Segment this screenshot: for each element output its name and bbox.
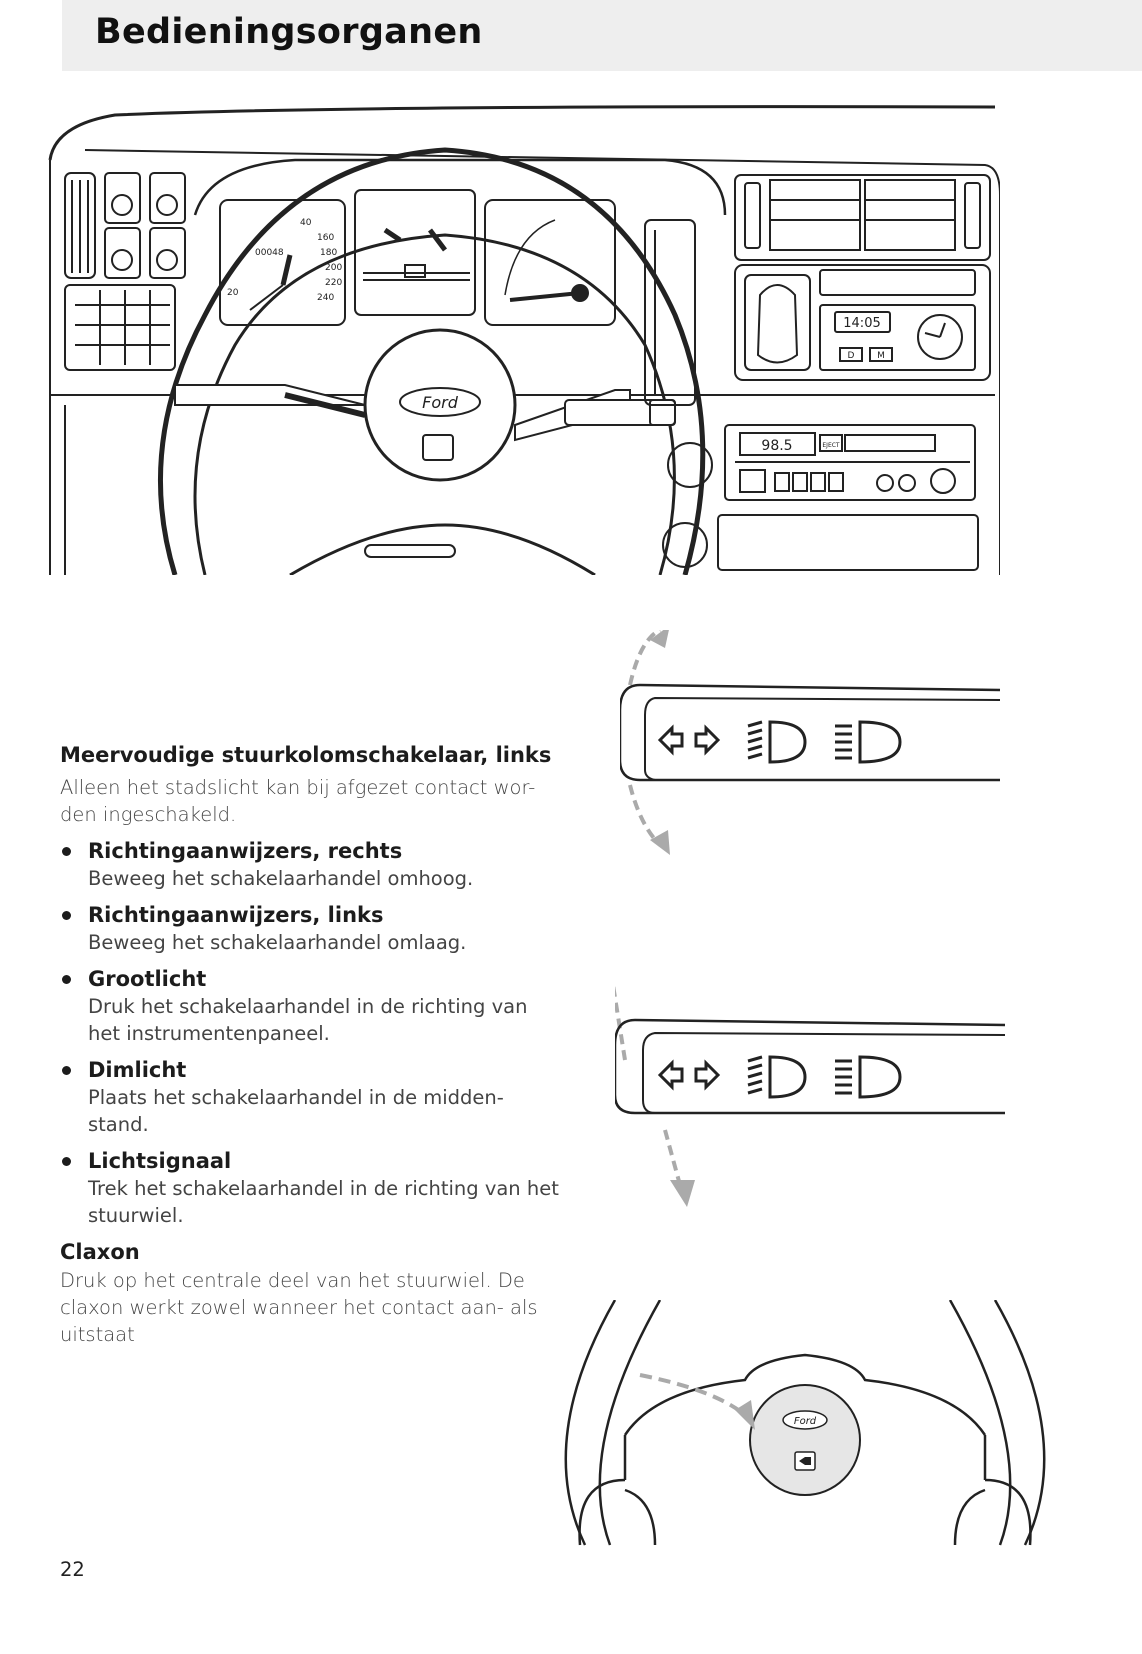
clock-panel: 14:05 D M [734,264,991,381]
push-arrow [615,985,627,1061]
svg-text:200: 200 [325,263,342,273]
bullet-dot [62,1157,71,1166]
left-stalk [174,384,366,418]
item-title: Lichtsignaal [88,1149,232,1173]
svg-text:160: 160 [317,233,334,243]
low-beam-icon [747,1055,807,1099]
horn-illustration: Ford [564,1300,1046,1546]
item-title: Richtingaanwijzers, links [88,903,384,927]
claxon-section: Claxon Druk op het centrale deel van het… [60,1239,560,1348]
press-arrow [639,1373,755,1430]
item-desc: Beweeg het schakelaarhandel omlaag. [88,931,467,954]
list-item: Lichtsignaal Trek het schakelaarhandel i… [60,1148,560,1229]
svg-text:Ford: Ford [422,393,459,412]
list-item: Dimlicht Plaats het schakelaarhandel in … [60,1057,560,1138]
high-beam-icon [835,720,902,764]
item-desc: Druk het schakelaarhandel in de richting… [88,995,528,1045]
stalk-turn-signal-illustration [620,630,1001,855]
item-title: Dimlicht [88,1058,187,1082]
svg-text:40: 40 [300,218,312,228]
turn-signal-arrows-icon [657,1059,721,1091]
left-switch-block [104,172,186,279]
section-intro: Alleen het stadslicht kan bij afgezet co… [60,776,536,826]
high-beam-icon [835,1055,902,1099]
fuel-temp-gauges [354,189,476,316]
right-stalk [514,389,676,442]
svg-text:00048: 00048 [255,248,284,258]
bullet-dot [62,975,71,984]
dashboard-illustration: 00048 160 180 200 220 240 20 40 Ford [48,105,1000,575]
list-item: Grootlicht Druk het schakelaarhandel in … [60,966,560,1047]
svg-text:240: 240 [317,293,334,303]
header-band [62,0,1142,71]
item-desc: Plaats het schakelaarhandel in de midden… [88,1086,504,1136]
instructions-column: Meervoudige stuurkolomschakelaar, links … [60,742,560,1348]
speedometer: 00048 160 180 200 220 240 20 40 [219,199,346,326]
page-number: 22 [60,1558,85,1581]
list-item: Richtingaanwijzers, rechts Beweeg het sc… [60,838,560,892]
low-beam-icon [747,720,807,764]
down-arrow [628,784,670,855]
horn-icon [794,1451,816,1471]
svg-text:D: D [848,351,855,361]
bullet-dot [62,847,71,856]
bullet-dot [62,911,71,920]
list-item: Richtingaanwijzers, links Beweeg het sch… [60,902,560,956]
pull-arrow [663,1129,695,1207]
page-title: Bedieningsorganen [95,12,483,52]
svg-text:220: 220 [325,278,342,288]
svg-text:EJECT: EJECT [822,442,840,449]
control-list: Richtingaanwijzers, rechts Beweeg het sc… [60,838,560,1229]
left-vent [64,172,176,371]
svg-text:180: 180 [320,248,337,258]
item-title: Richtingaanwijzers, rechts [88,839,403,863]
svg-text:14:05: 14:05 [843,316,880,331]
svg-text:Ford: Ford [794,1416,817,1427]
svg-text:98.5: 98.5 [761,438,792,454]
claxon-heading: Claxon [60,1240,140,1264]
item-desc: Trek het schakelaarhandel in de richting… [88,1177,559,1227]
bullet-dot [62,1066,71,1075]
svg-text:20: 20 [227,288,239,298]
turn-signal-arrows-icon [657,724,721,756]
right-vents [734,174,991,261]
item-desc: Beweeg het schakelaarhandel omhoog. [88,867,474,890]
radio-unit: 98.5 EJECT [724,424,976,501]
up-arrow [628,630,669,686]
claxon-text: Druk op het centrale deel van het stuurw… [60,1269,538,1346]
stalk-beam-illustration [615,985,1006,1207]
section-heading: Meervoudige stuurkolomschakelaar, links [60,743,552,767]
item-title: Grootlicht [88,967,207,991]
tachometer [484,199,616,326]
steering-wheel: Ford [157,147,706,575]
svg-text:M: M [877,351,885,361]
